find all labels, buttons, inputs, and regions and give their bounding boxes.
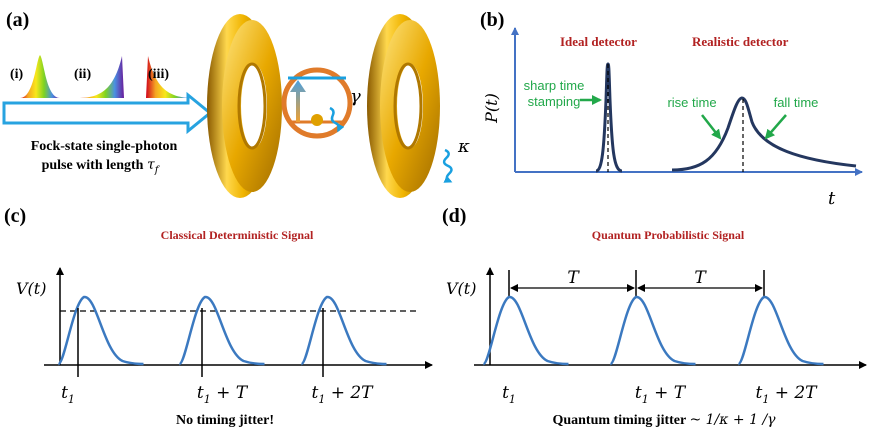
- c-tick-label-0: t1: [61, 383, 75, 406]
- panel-b-label: (b): [480, 9, 504, 31]
- spectrum-label-ii: (ii): [74, 67, 91, 82]
- fall-time-label: fall time: [774, 95, 819, 110]
- ideal-detector-title: Ideal detector: [560, 34, 637, 49]
- d-pulse-2: [737, 295, 824, 366]
- c-tick-2: t1 + 2T: [311, 383, 374, 406]
- pulse-arrow: [2, 91, 213, 135]
- d-caption: Quantum timing jitter ~ 1/κ + 1 /γ: [552, 412, 776, 428]
- c-y-axis-label: V(t): [16, 279, 46, 298]
- c-pulses: [57, 295, 387, 377]
- quantum-title: Quantum Probabilistic Signal: [592, 228, 745, 242]
- c-caption: No timing jitter!: [176, 413, 274, 428]
- d-tick-1: t1 + T: [635, 383, 687, 406]
- b-y-axis-label: P(t): [482, 93, 501, 124]
- c-pulse-2: [300, 295, 387, 366]
- d-tick-0: t1: [502, 383, 516, 406]
- d-pulses: [482, 295, 824, 366]
- c-tick-0: t1: [61, 383, 75, 406]
- gamma-symbol: γ: [350, 86, 361, 107]
- c-tick-label-1: t1 + T: [197, 383, 249, 406]
- two-level-atom: [281, 67, 353, 139]
- d-pulse-0: [482, 295, 569, 366]
- panel-d-label: (d): [442, 205, 466, 227]
- cavity-mirror-left: [207, 14, 282, 198]
- sharp-time-label-2: stamping: [528, 94, 581, 109]
- pulse-text-line1: Fock-state single-photon: [31, 139, 178, 154]
- spectrum-i: (i): [10, 55, 60, 98]
- ideal-detector-curve: [595, 62, 623, 173]
- cavity-mirror-right: [367, 14, 440, 198]
- d-tick-label-2: t1 + 2T: [755, 383, 818, 406]
- spectrum-iii: (iii): [146, 56, 194, 98]
- rise-time-label: rise time: [667, 95, 716, 110]
- realistic-detector-title: Realistic detector: [692, 34, 789, 49]
- d-y-axis-label: V(t): [446, 279, 476, 298]
- spectrum-label-iii: (iii): [148, 67, 169, 82]
- sharp-time-label-1: sharp time: [524, 78, 585, 93]
- d-period-label-1: T: [694, 268, 707, 288]
- kappa-symbol: κ: [457, 136, 470, 157]
- c-tick-label-2: t1 + 2T: [311, 383, 374, 406]
- classical-title: Classical Deterministic Signal: [161, 228, 314, 242]
- pulse-text-line2: pulse with length τf: [42, 157, 161, 176]
- spectrum-ii: (ii): [74, 56, 124, 98]
- rise-time-arrow: [701, 114, 722, 140]
- spectrum-label-i: (i): [10, 67, 24, 82]
- c-pulse-0: [57, 295, 144, 366]
- b-x-axis-label: t: [828, 188, 836, 209]
- d-tick-2: t1 + 2T: [755, 383, 818, 406]
- d-pulse-1: [609, 295, 696, 366]
- c-pulse-1: [178, 295, 265, 366]
- d-tick-label-1: t1 + T: [635, 383, 687, 406]
- panel-a-label: (a): [6, 9, 29, 31]
- c-tick-1: t1 + T: [197, 383, 249, 406]
- fall-time-arrow: [764, 114, 787, 140]
- d-tick-label-0: t1: [502, 383, 516, 406]
- realistic-detector-curve: [671, 96, 857, 172]
- panel-c-label: (c): [4, 205, 26, 227]
- d-period-label-0: T: [567, 268, 580, 288]
- cavity-leak-photon: [442, 148, 453, 183]
